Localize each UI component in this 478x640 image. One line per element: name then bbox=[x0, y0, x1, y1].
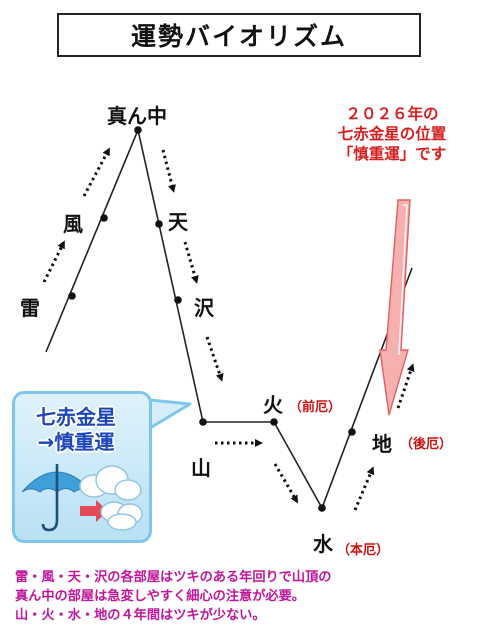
badge-line-2: →慎重運 bbox=[37, 430, 115, 454]
label-ka: 火 bbox=[263, 393, 283, 417]
dot-chi bbox=[348, 428, 356, 436]
annotation-2026: ２０２６年の 七赤金星の位置 「慎重運」です bbox=[312, 104, 472, 164]
arrow-shinnaka-ten bbox=[161, 149, 176, 193]
badge-line-1: 七赤金星 bbox=[36, 405, 116, 429]
label-koyaku: （後厄） bbox=[400, 437, 453, 452]
dot-shinnaka bbox=[134, 126, 142, 134]
footer-line-2: 真ん中の部屋は急変しやすく細心の注意が必要。 bbox=[15, 589, 305, 604]
label-san: 山 bbox=[191, 456, 211, 480]
down-arrow-icon bbox=[379, 199, 411, 416]
dot-ten bbox=[155, 220, 163, 228]
label-chi: 地 bbox=[372, 432, 392, 456]
arrow-taku-san bbox=[205, 336, 224, 382]
direction-arrows bbox=[42, 147, 415, 511]
label-zenyaku: （前厄） bbox=[289, 400, 342, 415]
position-dots bbox=[68, 126, 356, 512]
dot-sui bbox=[318, 504, 326, 512]
label-taku: 沢 bbox=[194, 296, 214, 320]
annotation-line-1: ２０２６年の bbox=[345, 105, 439, 123]
label-rai: 雷 bbox=[20, 296, 40, 320]
cloud-icon bbox=[79, 465, 143, 531]
footer-notes: 雷・風・天・沢の各部屋はツキのある年回りで山頂の 真ん中の部屋は急変しやすく細心… bbox=[15, 568, 475, 625]
badge-tail bbox=[148, 398, 192, 430]
label-ten: 天 bbox=[168, 210, 188, 234]
umbrella-icon bbox=[21, 464, 93, 532]
arrow-chi-up bbox=[396, 363, 415, 409]
page-title: 運勢バイオリズム bbox=[57, 13, 421, 57]
annotation-line-2: 七赤金星の位置 bbox=[337, 125, 447, 143]
dot-taku bbox=[174, 296, 182, 304]
arrow-ka-sui bbox=[273, 463, 299, 504]
footer-line-1: 雷・風・天・沢の各部屋はツキのある年回りで山頂の bbox=[15, 570, 332, 585]
annotation-line-3: 「慎重運」です bbox=[337, 145, 447, 163]
label-shinnaka: 真ん中 bbox=[107, 104, 167, 128]
arrow-ten-taku bbox=[183, 241, 199, 284]
arrow-fu-shinnaka bbox=[82, 147, 110, 197]
badge-illustration bbox=[21, 464, 143, 532]
footer-line-3: 山・火・水・地の４年間はツキが少ない。 bbox=[15, 608, 266, 623]
dot-fu bbox=[100, 214, 108, 222]
dot-san bbox=[199, 418, 207, 426]
biorhythm-line bbox=[45, 127, 413, 510]
dot-ka bbox=[270, 418, 278, 426]
arrow-rai-fu bbox=[42, 240, 65, 283]
arrow-sui-chi bbox=[353, 466, 375, 511]
label-honyaku: （本厄） bbox=[337, 543, 390, 558]
dot-rai bbox=[68, 292, 76, 300]
label-fu: 風 bbox=[63, 212, 83, 236]
label-sui: 水 bbox=[313, 532, 333, 556]
